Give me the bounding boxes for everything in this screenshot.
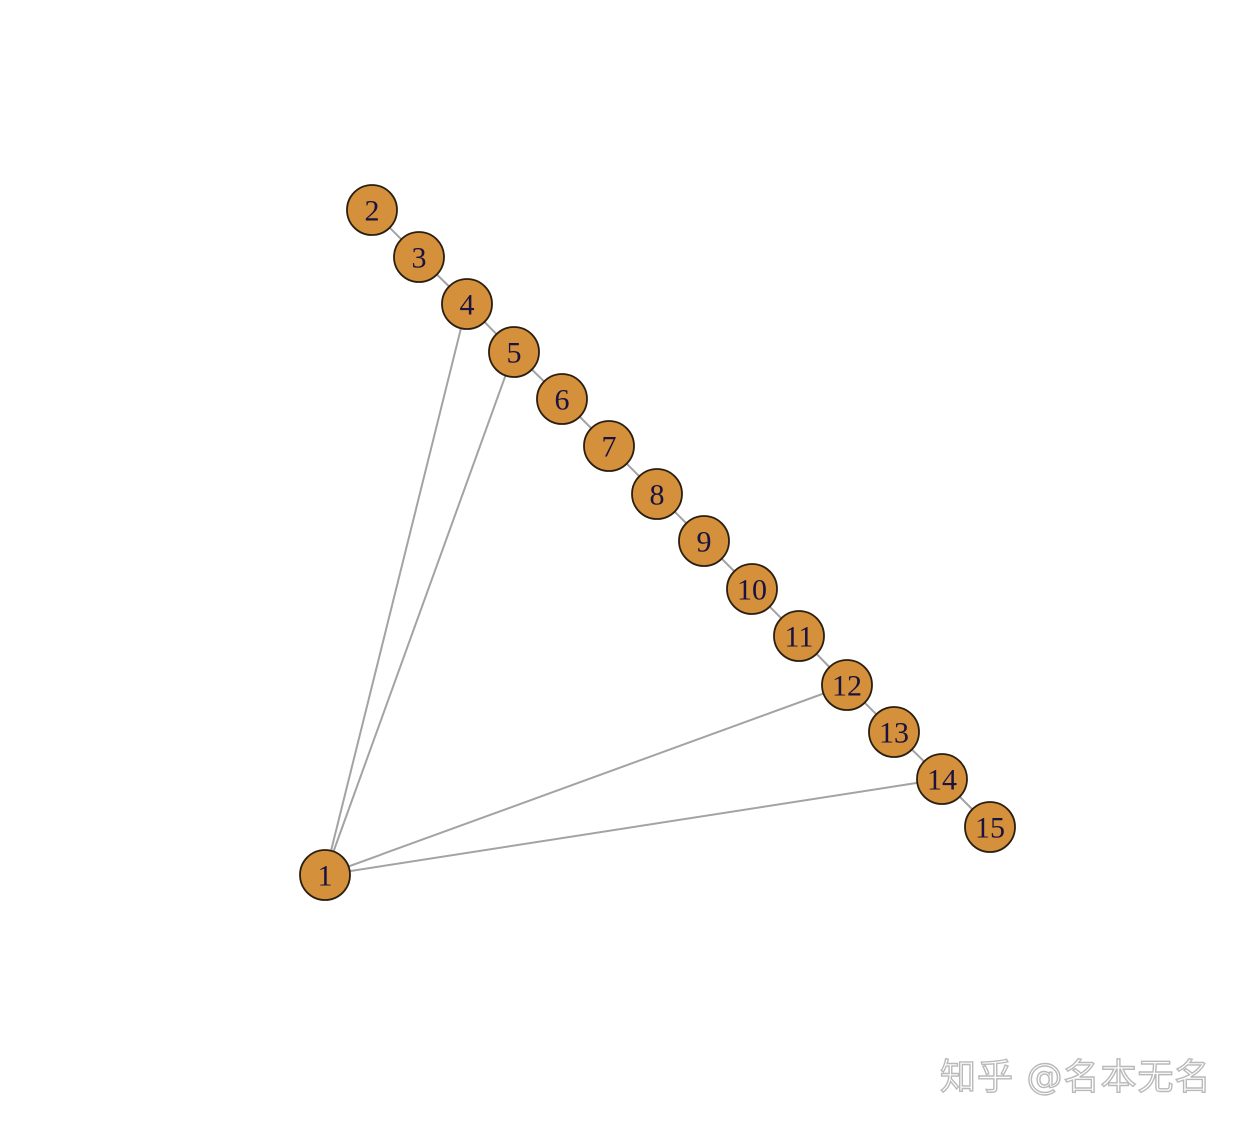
edge-1-14: [324, 778, 943, 876]
node-7: 7: [583, 420, 635, 472]
node-label-2: 2: [365, 195, 380, 228]
node-label-11: 11: [785, 621, 814, 654]
watermark: 知乎 @名本无名: [939, 1056, 1212, 1098]
node-label-10: 10: [737, 574, 767, 607]
node-label-3: 3: [412, 242, 427, 275]
node-label-7: 7: [602, 431, 617, 464]
node-14: 14: [916, 753, 968, 805]
node-label-12: 12: [832, 670, 862, 703]
node-2: 2: [346, 184, 398, 236]
node-circle-10: [726, 563, 778, 615]
node-label-1: 1: [318, 860, 333, 893]
node-3: 3: [393, 231, 445, 283]
node-15: 15: [964, 801, 1016, 853]
node-label-14: 14: [927, 764, 957, 797]
edges-layer: [324, 209, 991, 876]
node-9: 9: [678, 515, 730, 567]
node-label-13: 13: [879, 717, 909, 750]
node-circle-14: [916, 753, 968, 805]
node-circle-3: [393, 231, 445, 283]
edge-1-4: [324, 303, 468, 876]
node-6: 6: [536, 373, 588, 425]
node-label-5: 5: [507, 337, 522, 370]
node-circle-15: [964, 801, 1016, 853]
node-label-6: 6: [555, 384, 570, 417]
node-circle-1: [299, 849, 351, 901]
edge-1-12: [324, 684, 848, 876]
node-circle-13: [868, 706, 920, 758]
node-circle-4: [441, 278, 493, 330]
node-10: 10: [726, 563, 778, 615]
node-circle-7: [583, 420, 635, 472]
node-circle-9: [678, 515, 730, 567]
node-12: 12: [821, 659, 873, 711]
node-circle-6: [536, 373, 588, 425]
node-circle-5: [488, 326, 540, 378]
edge-1-5: [324, 351, 515, 876]
node-label-4: 4: [460, 289, 475, 322]
node-label-15: 15: [975, 812, 1005, 845]
node-label-8: 8: [650, 479, 665, 512]
node-11: 11: [773, 610, 825, 662]
node-circle-12: [821, 659, 873, 711]
node-8: 8: [631, 468, 683, 520]
node-circle-2: [346, 184, 398, 236]
node-circle-8: [631, 468, 683, 520]
node-4: 4: [441, 278, 493, 330]
node-1: 1: [299, 849, 351, 901]
node-13: 13: [868, 706, 920, 758]
node-circle-11: [773, 610, 825, 662]
node-5: 5: [488, 326, 540, 378]
node-label-9: 9: [697, 526, 712, 559]
